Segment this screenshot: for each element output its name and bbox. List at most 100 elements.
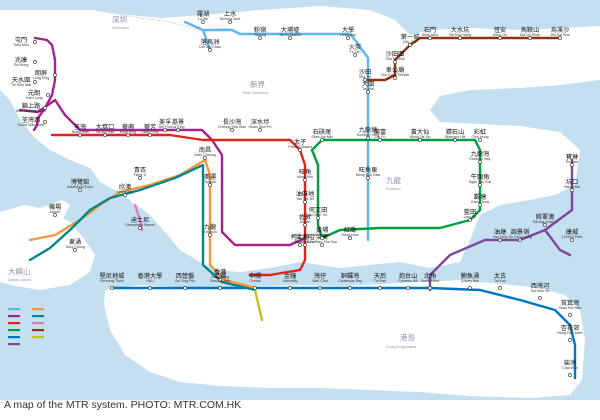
station-dot bbox=[218, 278, 222, 282]
station-name-zh: 彩虹 bbox=[474, 128, 486, 136]
area-shenzhen-en: Shenzhen bbox=[112, 26, 129, 30]
area-hk-island-zh: 港島 bbox=[400, 332, 415, 342]
station-name-en: Tai Po Market bbox=[279, 33, 301, 37]
station-name-en: Sha Tin bbox=[359, 75, 371, 79]
station-name-zh: 石門 bbox=[424, 27, 436, 34]
station-name-zh: 羅湖 bbox=[197, 10, 209, 18]
station-dot bbox=[468, 286, 472, 290]
station-name-en: Che Kung Temple bbox=[381, 73, 410, 77]
station-name-zh: 油麻地 bbox=[296, 190, 315, 198]
station-name-zh: 康城 bbox=[566, 228, 578, 236]
station-dot bbox=[538, 296, 542, 300]
station-name-en: Tuen Mun bbox=[13, 43, 29, 47]
station-name-zh: 鰂魚涌 bbox=[461, 272, 480, 280]
station-name-zh: 大埔墟 bbox=[281, 26, 300, 34]
station-dot bbox=[53, 213, 57, 217]
station-name-zh: 南昌 bbox=[199, 146, 211, 154]
area-lantau-zh: 大嶼山 bbox=[8, 266, 31, 276]
station-name-zh: 車公廟 bbox=[386, 66, 405, 74]
station-dot bbox=[570, 238, 574, 242]
station-dot bbox=[316, 216, 320, 220]
line-east-rail-lmc bbox=[201, 28, 212, 52]
station-dot bbox=[428, 286, 432, 290]
station-name-zh: 大圍 bbox=[362, 80, 374, 88]
station-name-zh: 杏花邨 bbox=[561, 324, 580, 332]
station-dot bbox=[203, 156, 207, 160]
station-dot bbox=[366, 90, 370, 94]
station-name-zh: 迪士尼 bbox=[131, 216, 150, 224]
station-dot bbox=[258, 36, 262, 40]
station-name-en: Causeway Bay bbox=[338, 279, 362, 283]
station-name-en: Kowloon Bay bbox=[470, 157, 491, 161]
station-name-zh: 荃灣 bbox=[74, 123, 86, 131]
station-name-zh: 第一城 bbox=[401, 33, 420, 41]
station-name-zh: 上水 bbox=[224, 10, 237, 18]
station-name-en: Sai Wan Ho bbox=[530, 289, 549, 293]
map-caption: A map of the MTR system. PHOTO: MTR.COM.… bbox=[4, 399, 242, 411]
station-name-en: Hang Hau bbox=[564, 185, 580, 189]
station-dot bbox=[176, 128, 180, 132]
station-dot bbox=[518, 238, 522, 242]
station-dot bbox=[303, 223, 307, 227]
station-dot bbox=[33, 40, 37, 44]
station-name-zh: 錦上路 bbox=[22, 102, 41, 110]
area-kowloon-en: Kowloon bbox=[386, 187, 401, 191]
station-dot bbox=[570, 163, 574, 167]
station-name-zh: 將軍澳 bbox=[536, 213, 555, 221]
station-name-en: Shek Mun bbox=[422, 33, 438, 37]
station-name-en: Wan Chai bbox=[312, 279, 328, 283]
station-name-en: Kwai Hing bbox=[120, 130, 136, 134]
station-name-zh: 藍田 bbox=[464, 208, 476, 216]
area-shenzhen-zh: 深圳 bbox=[112, 14, 127, 24]
station-name-en: Choi Hung bbox=[472, 135, 489, 139]
station-name-zh: 香港 bbox=[214, 268, 227, 276]
station-name-zh: 荃灣西 bbox=[22, 116, 41, 124]
station-name-en: Po Lam bbox=[566, 160, 578, 164]
legend-swatch bbox=[8, 315, 20, 318]
station-name-zh: 太子 bbox=[294, 138, 306, 146]
station-name-en: Yau Tong bbox=[493, 235, 508, 239]
station-dot bbox=[320, 243, 324, 247]
station-name-en: Tai Wo Hau bbox=[96, 130, 115, 134]
station-dot bbox=[558, 36, 562, 40]
station-name-en: HKU bbox=[146, 279, 154, 283]
station-name-zh: 北角 bbox=[424, 272, 436, 280]
station-name-zh: 荔景 bbox=[172, 118, 184, 126]
station-name-zh: 炮台山 bbox=[399, 272, 418, 280]
station-name-en: Lok Fu bbox=[375, 135, 386, 139]
station-dot bbox=[298, 148, 302, 152]
station-name-en: Jordan bbox=[300, 220, 311, 224]
station-dot bbox=[366, 136, 370, 140]
station-dot bbox=[138, 226, 142, 230]
station-name-zh: 欣澳 bbox=[119, 183, 131, 191]
station-name-en: Tai Wai bbox=[362, 87, 374, 91]
station-dot bbox=[208, 233, 212, 237]
land-hk-island bbox=[104, 280, 585, 398]
station-name-en: Kowloon bbox=[203, 230, 217, 234]
station-dot bbox=[568, 338, 572, 342]
station-dot bbox=[183, 286, 187, 290]
legend-swatch bbox=[32, 336, 44, 339]
station-dot bbox=[303, 243, 307, 247]
